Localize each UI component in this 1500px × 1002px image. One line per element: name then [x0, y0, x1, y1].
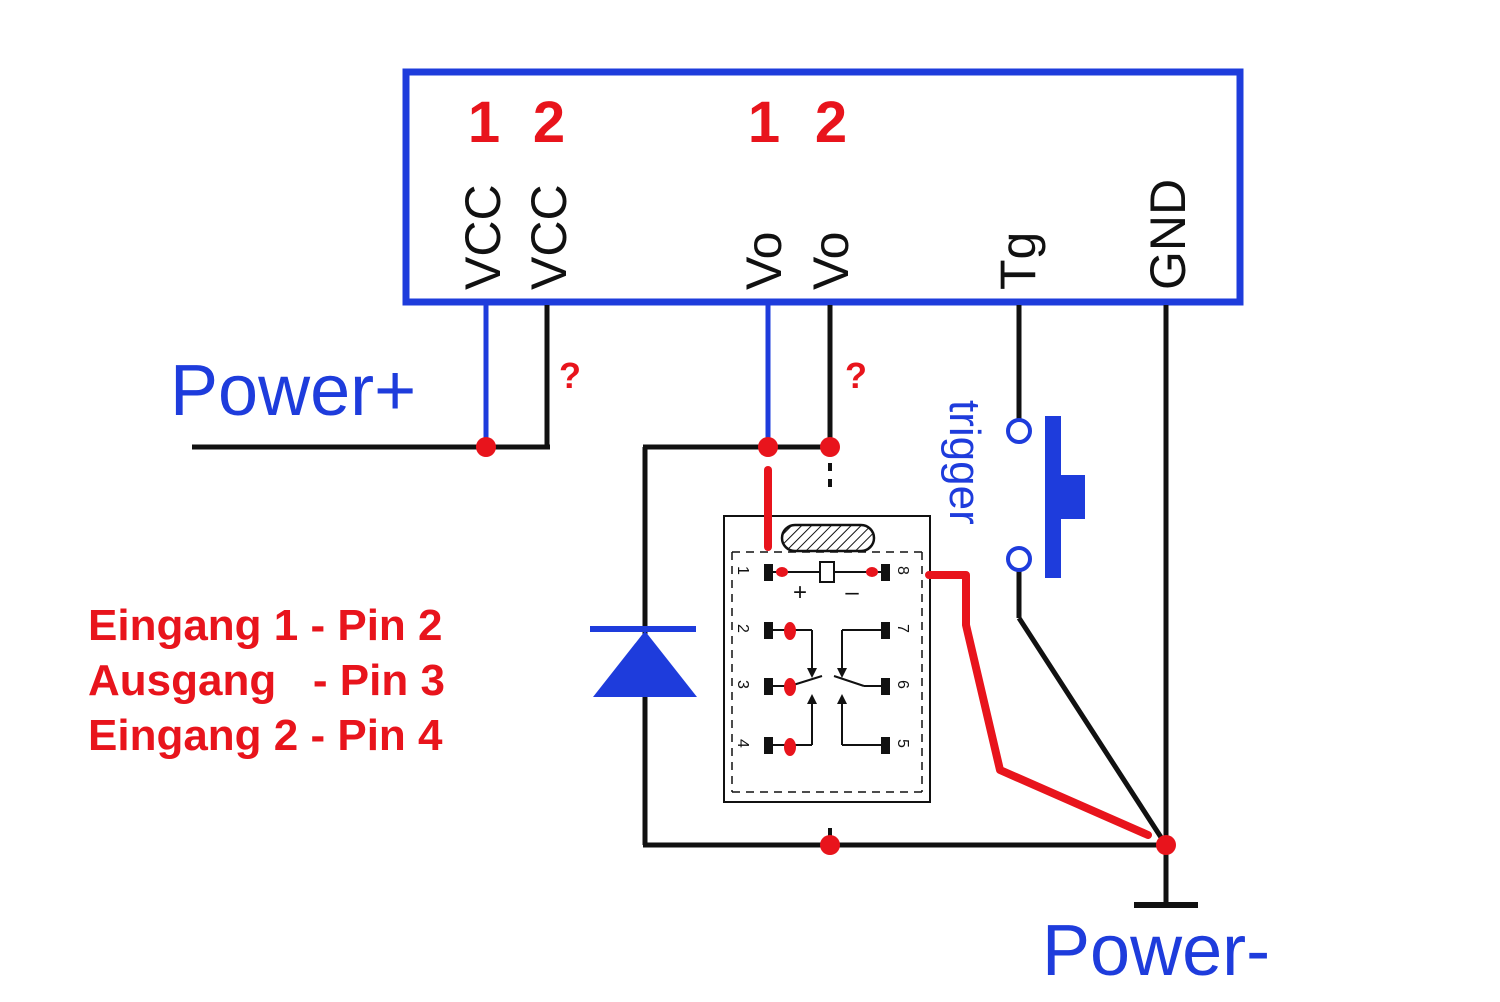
power-plus-label: Power+ — [170, 351, 416, 431]
junction-ground — [1156, 835, 1176, 855]
relay-pad-7 — [881, 622, 890, 639]
power-minus-label: Power- — [1042, 911, 1270, 991]
red-wire-pin8-to-ground — [925, 571, 1152, 839]
relay-pad-6 — [881, 678, 890, 695]
pin-label-vcc-2: VCC — [521, 184, 577, 290]
note-line-3: Eingang 2 - Pin 4 — [88, 711, 443, 760]
pin-label-gnd: GND — [1140, 179, 1196, 290]
coil-symbol — [819, 561, 835, 583]
contact-right-bottom-arrow — [837, 694, 847, 704]
relay-pin-number-2: 2 — [734, 624, 751, 633]
trigger-button-knob — [1061, 475, 1085, 519]
note-line-1: Eingang 1 - Pin 2 — [88, 601, 443, 650]
trigger-contact-bottom — [1006, 546, 1032, 572]
relay-pin-number-4: 4 — [734, 739, 751, 748]
contact-left-top-arrow — [807, 668, 817, 678]
pin-number-vo-1: 1 — [748, 90, 780, 155]
note-line-2: Ausgang - Pin 3 — [88, 656, 445, 705]
relay-pin-number-5: 5 — [894, 739, 911, 748]
relay-coil-mark — [780, 523, 876, 553]
relay-outline — [723, 515, 931, 803]
relay-pin-number-3: 3 — [734, 680, 751, 689]
contact-left-bottom-arrow — [807, 694, 817, 704]
pin-label-vcc-1: VCC — [455, 184, 511, 290]
pin-label-vo-1: Vo — [736, 232, 792, 290]
relay-pad-1 — [764, 564, 773, 581]
relay-pad-4 — [764, 737, 773, 754]
trigger-contact-top — [1006, 418, 1032, 444]
contact-right-top-arrow — [837, 668, 847, 678]
relay-pad-2 — [764, 622, 773, 639]
switch-to-ground-wire — [1016, 616, 1169, 847]
question-mark-vcc2: ? — [559, 355, 581, 396]
junction-vo1 — [758, 437, 778, 457]
relay: + – 1 2 3 4 5 6 7 8 — [723, 515, 931, 803]
red-mark-pin1 — [776, 567, 788, 577]
coil-minus-sign: – — [845, 579, 859, 606]
junction-power-plus — [476, 437, 496, 457]
relay-pad-3 — [764, 678, 773, 695]
relay-pad-5 — [881, 737, 890, 754]
relay-pad-8 — [881, 564, 890, 581]
diode-triangle — [593, 631, 697, 697]
red-mark-pin2 — [784, 622, 796, 640]
relay-pin-number-7: 7 — [894, 624, 911, 633]
trigger-label: trigger — [940, 400, 989, 525]
pin-label-tg: Tg — [990, 232, 1046, 290]
red-mark-pin4 — [784, 738, 796, 756]
junction-vo2 — [820, 437, 840, 457]
relay-pin-number-8: 8 — [894, 566, 911, 575]
contact-right-blade — [833, 675, 865, 687]
trigger-button-bar — [1045, 416, 1061, 578]
question-mark-vo2: ? — [845, 355, 867, 396]
pin-number-vo-2: 2 — [815, 90, 847, 155]
pin-number-vcc-2: 2 — [533, 90, 565, 155]
red-mark-pin3 — [784, 678, 796, 696]
red-mark-pin8 — [866, 567, 878, 577]
relay-pin-number-1: 1 — [734, 566, 751, 575]
coil-plus-sign: + — [793, 579, 807, 606]
relay-pin-number-6: 6 — [894, 680, 911, 689]
module-box — [402, 68, 1244, 306]
pin-label-vo-2: Vo — [803, 232, 859, 290]
junction-relay-bottom — [820, 835, 840, 855]
pin-number-vcc-1: 1 — [468, 90, 500, 155]
